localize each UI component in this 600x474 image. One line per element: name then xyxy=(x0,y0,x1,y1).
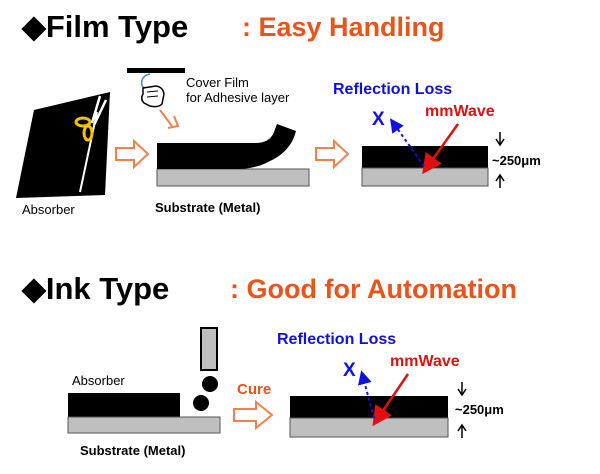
film-cut-line xyxy=(79,111,98,193)
ink-drop-2 xyxy=(193,395,209,411)
ink-mmwave-arrow xyxy=(372,373,410,427)
film-substrate-label: Substrate (Metal) xyxy=(155,200,260,215)
film-mmwave-arrow xyxy=(422,123,460,175)
ink-result-substrate xyxy=(289,417,449,438)
film-substrate-1 xyxy=(156,168,310,187)
film-result-absorber xyxy=(362,146,488,168)
film-thickness-label: ~250μm xyxy=(492,153,541,168)
ink-result-absorber xyxy=(290,396,448,418)
ink-substrate-label: Substrate (Metal) xyxy=(80,443,185,458)
hand-icon xyxy=(140,85,165,108)
ink-cure-arrow xyxy=(233,399,274,431)
ink-mmwave: mmWave xyxy=(390,353,460,370)
scissors-icon xyxy=(74,95,108,142)
film-thickness-indicator xyxy=(495,132,505,188)
ink-subtitle: : Good for Automation xyxy=(230,274,517,304)
film-reflection-loss: Reflection Loss xyxy=(333,81,452,98)
ink-thickness-label: ~250μm xyxy=(455,402,504,417)
ink-thickness-indicator xyxy=(457,382,467,438)
ink-reflection-loss: Reflection Loss xyxy=(277,331,396,348)
ink-x-mark: X xyxy=(343,360,356,381)
ink-cure-label: Cure xyxy=(237,381,271,398)
film-absorber-label: Absorber xyxy=(22,202,75,217)
film-peeling-absorber xyxy=(157,124,296,169)
dispenser-nozzle xyxy=(200,327,218,371)
ink-drop-1 xyxy=(202,376,218,392)
film-section: ◆Film Type : Easy Handling Absorber Cove… xyxy=(16,9,541,217)
film-reflection-arrow xyxy=(389,118,425,167)
ink-reflection-arrow xyxy=(358,370,375,419)
cover-film-bar xyxy=(127,68,185,73)
ink-title: ◆Ink Type xyxy=(21,271,169,306)
film-x-mark: X xyxy=(372,109,385,130)
cover-film-label-1: Cover Film xyxy=(186,75,249,90)
film-subtitle: : Easy Handling xyxy=(242,12,445,42)
ink-absorber-layer xyxy=(68,393,180,417)
cover-film-label-2: for Adhesive layer xyxy=(186,90,290,105)
ink-section: ◆Ink Type : Good for Automation Absorber… xyxy=(21,271,517,458)
film-title: ◆Film Type xyxy=(21,9,188,44)
ink-substrate xyxy=(67,416,221,434)
cover-film-pointer-arrow xyxy=(159,109,180,129)
film-arrow-2 xyxy=(315,138,350,170)
film-arrow-1 xyxy=(115,138,150,170)
ink-absorber-label: Absorber xyxy=(72,373,125,388)
film-mmwave: mmWave xyxy=(425,103,495,120)
film-result-substrate xyxy=(361,167,489,187)
